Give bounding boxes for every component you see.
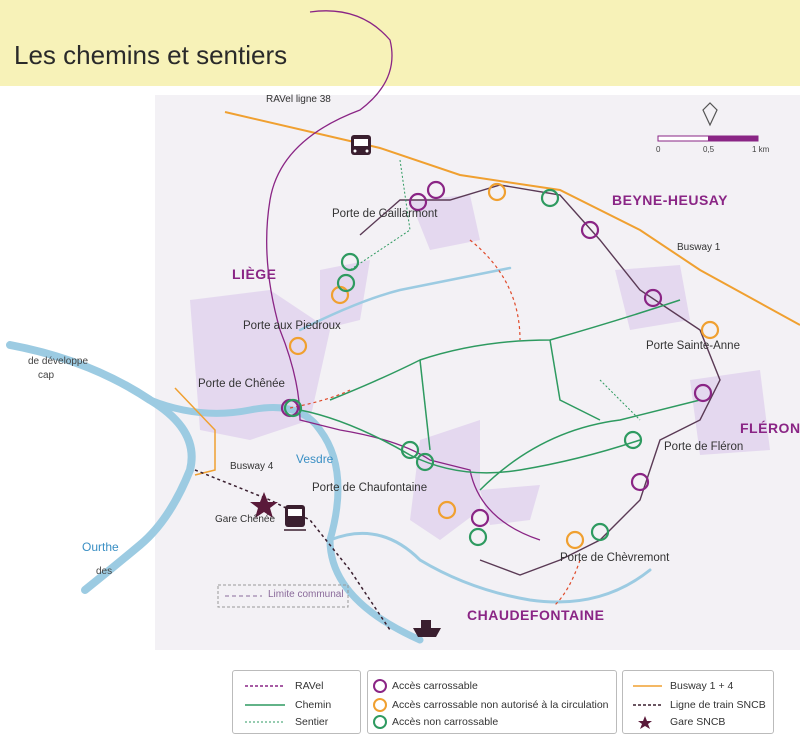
access-non-carrossable-marker	[623, 430, 643, 450]
scale-one: 1 km	[752, 145, 770, 154]
boundary-line	[359, 184, 721, 576]
rivers	[6, 266, 652, 644]
access-non-autorise-marker	[288, 336, 308, 356]
legend-lines	[232, 670, 361, 734]
boat-icon	[413, 620, 441, 637]
star-icon	[250, 492, 278, 518]
sentier-network	[349, 159, 641, 421]
ravel-label: RAVel ligne 38	[266, 94, 331, 105]
page-title: Les chemins et sentiers	[14, 40, 288, 70]
legend-sentier: Sentier	[295, 716, 329, 728]
porte-fleron: Porte de Fléron	[664, 441, 744, 453]
limite-label: Limite communal	[268, 589, 344, 600]
urban-areas	[190, 195, 770, 540]
legend-non-autorise: Accès carrossable non autorisé à la circ…	[392, 699, 609, 711]
busway-4-label: Busway 4	[230, 461, 274, 472]
north-arrow-icon	[702, 102, 718, 127]
bus-icon	[351, 135, 371, 155]
access-non-carrossable-marker	[400, 440, 420, 460]
access-carrossable-marker	[408, 192, 428, 212]
legend-access	[367, 670, 617, 734]
place-fleron: FLÉRON	[740, 420, 800, 436]
faded-text-3: des	[96, 566, 113, 577]
river-ourthe-label: Ourthe	[82, 540, 119, 554]
title-band	[0, 0, 800, 86]
limite-legend-box	[217, 584, 349, 608]
access-carrossable-marker	[630, 472, 650, 492]
river-vesdre-label: Vesdre	[296, 452, 334, 466]
train-icon	[284, 505, 306, 531]
access-non-autorise-marker	[487, 182, 507, 202]
legend-carrossable: Accès carrossable	[392, 680, 478, 692]
porte-chaufontaine: Porte de Chaufontaine	[312, 482, 428, 494]
ravel-line	[266, 10, 541, 541]
access-non-carrossable-marker	[468, 527, 488, 547]
chemin-network	[299, 299, 701, 491]
busway-4-line	[174, 387, 216, 476]
porte-chenee: Porte de Chênée	[198, 378, 285, 390]
porte-chevremont: Porte de Chèvremont	[560, 552, 670, 564]
access-non-carrossable-marker	[336, 273, 356, 293]
access-non-carrossable-marker	[590, 522, 610, 542]
porte-sainte-anne: Porte Sainte-Anne	[646, 340, 740, 352]
access-non-autorise-marker	[565, 530, 585, 550]
place-chaudfontaine: CHAUDEFONTAINE	[467, 607, 605, 623]
access-non-carrossable-marker	[415, 452, 435, 472]
porte-gaillarmont: Porte de Gaillarmont	[332, 208, 438, 220]
access-carrossable-marker	[426, 180, 446, 200]
place-beyne-heusay: BEYNE-HEUSAY	[612, 192, 728, 208]
access-non-carrossable-marker	[540, 188, 560, 208]
gare-label: Gare Chênée	[215, 514, 276, 525]
scale-bar	[657, 135, 759, 142]
legend-train: Ligne de train SNCB	[670, 699, 766, 711]
scale-half: 0,5	[703, 145, 715, 154]
access-non-carrossable-marker	[340, 252, 360, 272]
scale-zero: 0	[656, 145, 661, 154]
legend-ravel: RAVel	[295, 680, 324, 692]
legend-gare: Gare SNCB	[670, 716, 726, 728]
red-links	[289, 239, 581, 606]
legend-chemin: Chemin	[295, 699, 332, 711]
access-carrossable-marker	[580, 220, 600, 240]
busway-1-label: Busway 1	[677, 242, 721, 253]
access-non-carrossable-marker	[283, 398, 303, 418]
access-carrossable-marker	[470, 508, 490, 528]
access-non-autorise-marker	[437, 500, 457, 520]
busway-line	[224, 111, 800, 326]
porte-piedroux: Porte aux Piedroux	[243, 320, 341, 332]
legend-non-carrossable: Accès non carrossable	[392, 716, 499, 728]
faded-text-1: de développe	[28, 356, 89, 367]
faded-text-2: cap	[38, 370, 55, 381]
access-carrossable-marker	[643, 288, 663, 308]
place-liege: LIÈGE	[232, 266, 277, 282]
access-carrossable-marker	[693, 383, 713, 403]
access-non-autorise-marker	[700, 320, 720, 340]
legend-busway: Busway 1 + 4	[670, 680, 734, 692]
